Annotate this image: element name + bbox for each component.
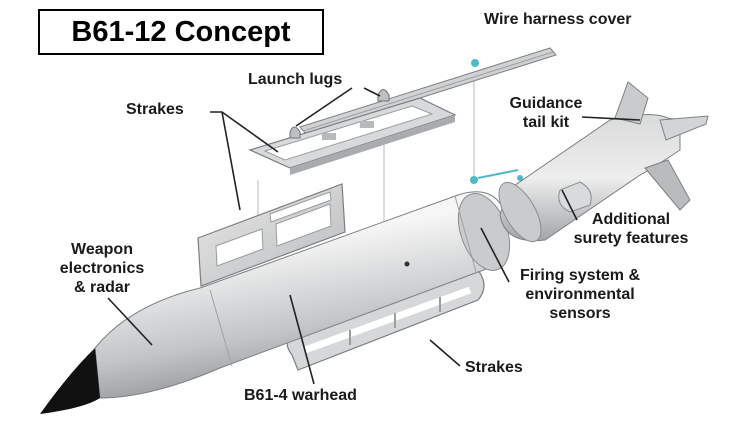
leader-lines	[107, 87, 641, 385]
upper-strake-frame	[248, 97, 457, 175]
label-launch-lugs: Launch lugs	[248, 71, 343, 88]
label-strakes-bottom: Strakes	[465, 359, 523, 376]
left-strake-panel	[197, 183, 346, 287]
label-guidance-tail-kit: Guidance tail kit	[509, 95, 583, 131]
lower-strake-cradle	[286, 269, 485, 371]
label-strakes-top: Strakes	[126, 101, 184, 118]
label-additional-surety-features: Additional surety features	[573, 211, 689, 247]
label-firing-system: Firing system & environmental sensors	[519, 267, 641, 322]
launch-lugs	[289, 89, 390, 139]
wire-harness-cover	[299, 47, 557, 135]
label-b61-4-warhead: B61-4 warhead	[244, 387, 357, 404]
diagram-title: B61-12 Concept	[71, 15, 291, 48]
label-wire-harness-cover: Wire harness cover	[484, 11, 632, 28]
nose-tip	[40, 348, 100, 414]
guidance-tail-kit	[498, 81, 709, 243]
title-box: B61-12 Concept	[38, 9, 324, 55]
connector-parts	[470, 59, 523, 184]
label-weapon-electronics-radar: Weapon electronics & radar	[59, 241, 145, 296]
